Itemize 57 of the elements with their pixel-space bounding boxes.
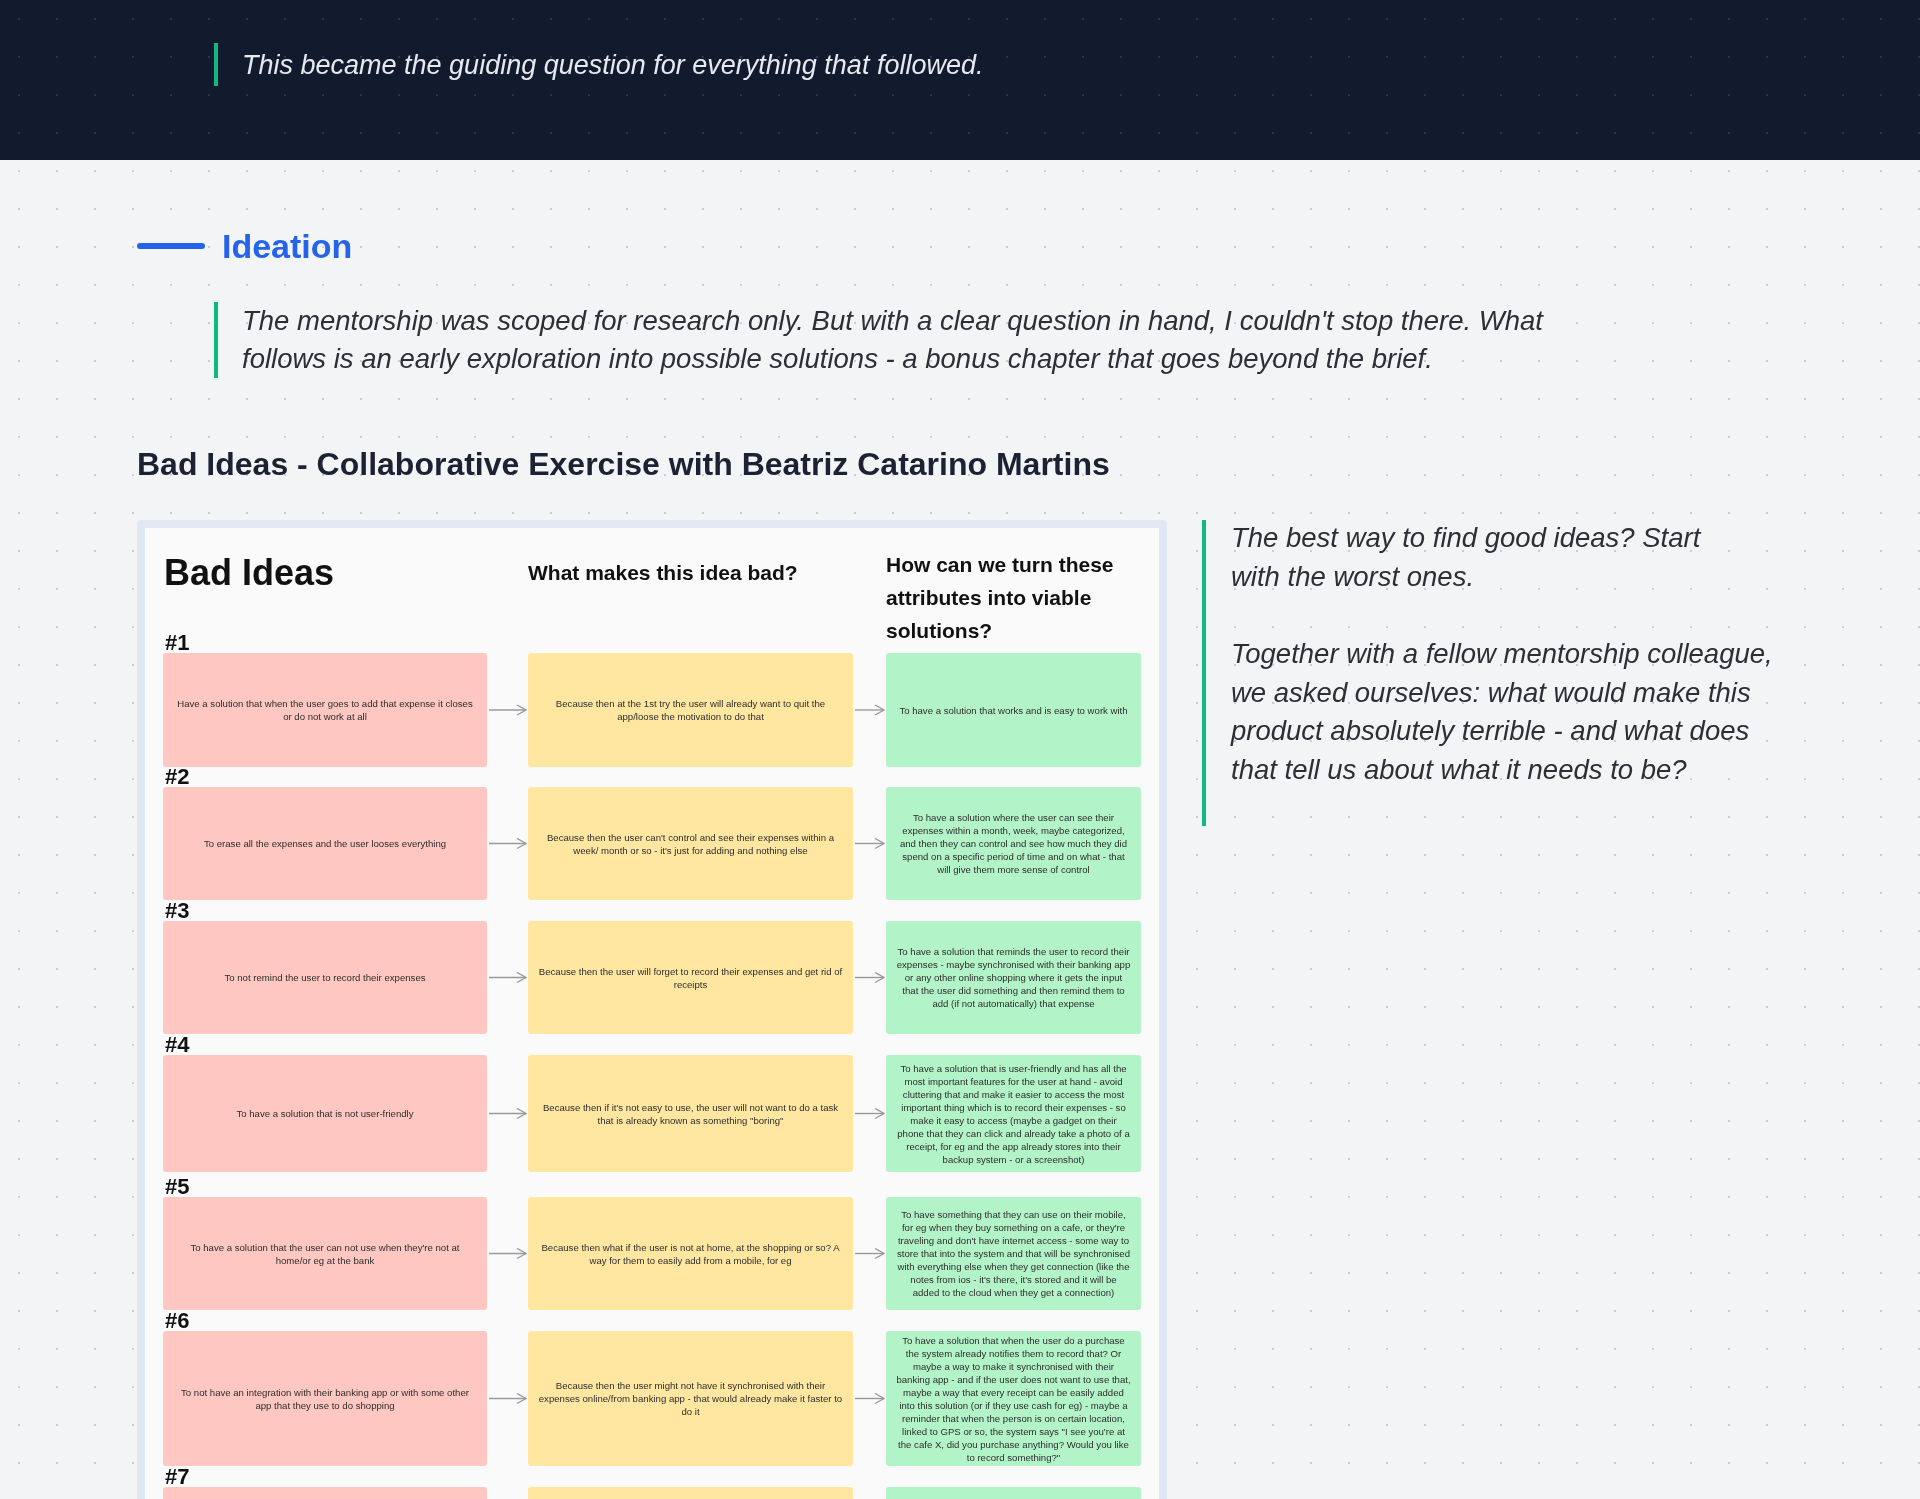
note-text: Because then if it's not easy to use, the user will not want to do a task that is already known as something "boring"	[541, 1100, 840, 1127]
sticky-note	[528, 1055, 853, 1172]
sticky-note	[528, 787, 853, 900]
note-text: To have something that they can use on their mobile, for eg when they buy something on a cafe, or they're traveling and don't have internet access - some way to store that into the system and that will be synchronised with everything else when they get connection (like the notes from ios - it's there, it's stored and it will be added to the cloud when they get a connection)	[896, 1208, 1131, 1299]
note-text: Because then the user might not have it synchronised with their expenses online/from banking app - that would already make it faster to do it	[538, 1379, 843, 1418]
note-text: To have a solution that is user-friendly and has all the most important features for the user at hand - avoid cluttering that and make it easier to access the most important thing which is to record their expenses - so make it easy to access (maybe a gadget on their phone that they can click and already take a photo of a receipt, for eg and the app already stores into their backup system - or a screenshot)	[896, 1061, 1131, 1166]
arrow	[488, 971, 527, 984]
column-heading: What makes this idea bad?	[528, 560, 799, 586]
note-text: To not have an integration with their banking app or with some other app that they use to do shopping	[180, 1385, 470, 1412]
board-title: Bad Ideas	[164, 551, 336, 595]
sticky-note	[886, 1055, 1141, 1172]
arrow	[854, 1107, 885, 1120]
note-text: To erase all the expenses and the user looses everything	[203, 837, 447, 850]
note-text: To have a solution that when the user do a purchase the system already notifies them to record that? Or maybe a way to make it synchronised with their banking app - and if the user does not want to use that, maybe a way that every receipt can be easily added into this solution (or if they use cash for eg) - maybe a reminder that when the person is on certain location, linked to GPS or so, the system says "I see you're at the cafe X, did you purchase anything? Would you like to record something?"	[896, 1333, 1131, 1464]
section-heading: Ideation	[222, 226, 354, 266]
quote-text: The mentorship was scoped for research only. But with a clear question in hand, I couldn't stop there. What follows is an early exploration into possible solutions - a bonus chapter that goes beyond the brief.	[242, 304, 1545, 376]
row-number: #3	[165, 900, 190, 922]
row-number: #1	[165, 632, 190, 654]
note-text: To have a solution that the user can not use when they're not at home/or eg at the bank	[189, 1240, 461, 1267]
note-text: Because then what if the user is not at home, at the shopping or so? A way for them to easily add from a mobile, for eg	[540, 1240, 841, 1267]
section-title: Bad Ideas - Collaborative Exercise with Beatriz Catarino Martins	[137, 445, 1111, 484]
row-number: #2	[165, 766, 190, 788]
sticky-note	[528, 921, 853, 1034]
quote-text: The best way to find good ideas? Start with the worst ones.	[1231, 521, 1703, 594]
note-text: To have a solution that is not user-friendly	[236, 1107, 414, 1120]
note-text: To have a solution that reminds the user to record their expenses - maybe synchronised with their banking app or any other online shopping where it gets the input that the user did something and then remind them to add (if not automatically) that expense	[896, 945, 1131, 1010]
sticky-note	[528, 1331, 853, 1466]
note-text: Have a solution that when the user goes to add that expense it closes or do not work at all	[176, 697, 474, 723]
row-number: #7	[165, 1466, 190, 1488]
row-number: #4	[165, 1034, 190, 1056]
quote-text: This became the guiding question for everything that followed.	[242, 49, 985, 82]
note-text: To have a solution that works and is easy to work with	[899, 703, 1128, 717]
column-heading: How can we turn these attributes into viable solutions?	[886, 552, 1115, 644]
note-text: Because then the user will forget to record their expenses and get rid of receipts	[538, 964, 843, 991]
quote-text: Together with a fellow mentorship colleague, we asked ourselves: what would make this product absolutely terrible - and what does that tell us about what it needs to be?	[1231, 637, 1774, 787]
arrow	[854, 1247, 885, 1260]
arrow	[854, 1392, 885, 1405]
row-number: #6	[165, 1310, 190, 1332]
arrow	[488, 704, 527, 716]
arrow	[854, 704, 885, 716]
arrow	[488, 1107, 527, 1120]
sticky-note	[886, 653, 1141, 767]
sticky-note	[886, 1197, 1141, 1310]
sticky-note	[528, 1197, 853, 1310]
note-text: To not remind the user to record their expenses	[224, 971, 426, 984]
arrow	[488, 1247, 527, 1260]
arrow	[854, 971, 885, 984]
note-text: To have a solution where the user can see their expenses within a month, week, maybe categorized, and then they can control and see how much they did spend on a specific period of time and on what - that will give them more sense of control	[898, 811, 1129, 876]
note-text: Because then the user can't control and see their expenses within a week/ month or so - it's just for adding and nothing else	[545, 830, 836, 857]
row-number: #5	[165, 1176, 190, 1198]
note-text: Because then at the 1st try the user will already want to quit the app/loose the motivation to do that	[554, 697, 827, 723]
sticky-note	[886, 787, 1141, 900]
sticky-note	[528, 653, 853, 767]
arrow	[488, 1392, 527, 1405]
sticky-note	[886, 921, 1141, 1034]
arrow	[488, 837, 527, 850]
arrow	[854, 837, 885, 850]
